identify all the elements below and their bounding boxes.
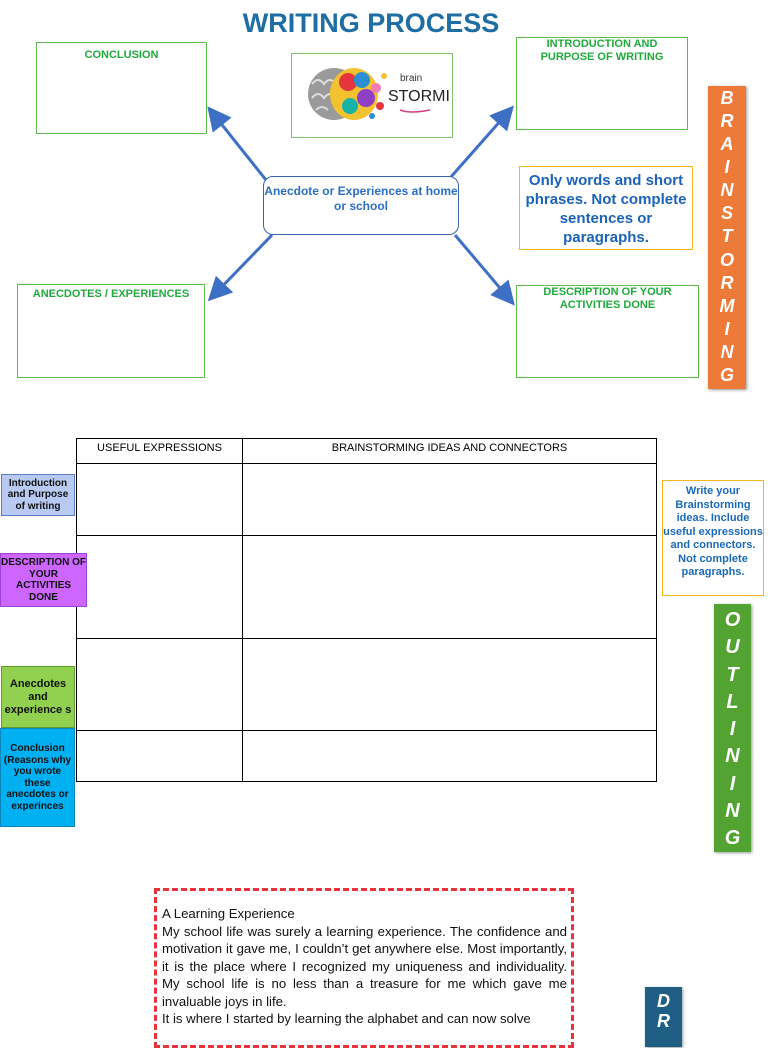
vertical-letter: N — [720, 341, 734, 362]
vertical-letter: O — [719, 249, 734, 270]
vertical-letter: G — [724, 827, 741, 849]
table-cell[interactable] — [76, 463, 243, 536]
table-cell[interactable] — [242, 730, 657, 782]
vertical-letter: T — [726, 663, 739, 686]
brain-icon: brain STORMING — [308, 68, 474, 120]
conclusion-box: CONCLUSION — [36, 42, 207, 134]
table-cell[interactable] — [242, 463, 657, 536]
vertical-letter: T — [721, 226, 733, 247]
story-paragraph-2: It is where I started by learning the al… — [162, 1011, 531, 1026]
vertical-letter: I — [729, 772, 736, 795]
vertical-letter: N — [725, 745, 740, 768]
vertical-letter: L — [726, 690, 739, 713]
vertical-letter: I — [724, 157, 730, 178]
description-label: DESCRIPTION OF YOUR ACTIVITIES DONE — [543, 286, 672, 311]
vertical-letter: M — [719, 295, 735, 316]
table-cell[interactable] — [76, 638, 243, 731]
side-label-description: DESCRIPTION OF YOUR ACTIVITIES DONE — [0, 553, 87, 607]
table-cell[interactable] — [242, 638, 657, 731]
mindmap-arrows — [207, 105, 515, 306]
conclusion-label: CONCLUSION — [84, 49, 159, 61]
description-box: DESCRIPTION OF YOUR ACTIVITIES DONE — [516, 285, 699, 378]
draft-text-box: A Learning Experience My school life was… — [154, 888, 574, 1048]
vertical-letter: U — [725, 636, 740, 659]
arrow-to-conclusion — [207, 106, 268, 181]
page-title: WRITING PROCESS — [242, 8, 500, 38]
side-label-conclusion: Conclusion (Reasons why you wrote these … — [0, 728, 75, 827]
vertical-letter: R — [720, 272, 734, 293]
vertical-letter: G — [719, 364, 734, 385]
vertical-letter: S — [720, 203, 733, 224]
vertical-letter: N — [720, 180, 734, 201]
vertical-letter: A — [720, 134, 734, 155]
outlining-note: Write your Brainstorming ideas. Include … — [662, 480, 764, 596]
table-header-ideas: BRAINSTORMING IDEAS AND CONNECTORS — [242, 438, 657, 464]
vertical-letter: I — [724, 318, 730, 339]
arrow-to-introduction — [448, 105, 514, 179]
table-cell[interactable] — [76, 730, 243, 782]
image-brain-text: brain — [400, 73, 422, 84]
center-topic: Anecdote or Experiences at home or schoo… — [263, 176, 459, 235]
brainstorming-image: brain STORMING — [291, 53, 474, 138]
anecdotes-label: ANECDOTES / EXPERIENCES — [32, 288, 190, 300]
vertical-letter: N — [725, 799, 740, 822]
table-cell[interactable] — [76, 535, 243, 639]
brainstorming-note: Only words and short phrases. Not comple… — [519, 166, 693, 250]
introduction-box: INTRODUCTION AND PURPOSE OF WRITING — [516, 37, 688, 130]
table-header-expressions: USEFUL EXPRESSIONS — [76, 438, 243, 464]
story-paragraph-1: My school life was surely a learning exp… — [162, 923, 567, 1009]
side-label-anecdotes: Anecdotes and experience s — [1, 666, 75, 728]
outline-table: USEFUL EXPRESSIONS BRAINSTORMING IDEAS A… — [76, 438, 657, 782]
arrow-to-anecdotes — [207, 233, 274, 302]
introduction-label: INTRODUCTION AND PURPOSE OF WRITING — [540, 38, 664, 63]
table-cell[interactable] — [242, 535, 657, 639]
story-heading: A Learning Experience — [162, 906, 295, 921]
vertical-letter: I — [729, 718, 736, 740]
anecdotes-box: ANECDOTES / EXPERIENCES — [17, 284, 205, 378]
vertical-letter: B — [720, 88, 734, 108]
arrow-to-description — [453, 234, 515, 306]
side-label-intro: Introduction and Purpose of writing — [1, 474, 75, 516]
image-storming-text: STORMING — [388, 88, 451, 105]
vertical-letter: O — [724, 609, 741, 631]
vertical-letter: D — [657, 991, 670, 1011]
vertical-letter: R — [657, 1011, 670, 1031]
vertical-letter: R — [720, 111, 734, 132]
